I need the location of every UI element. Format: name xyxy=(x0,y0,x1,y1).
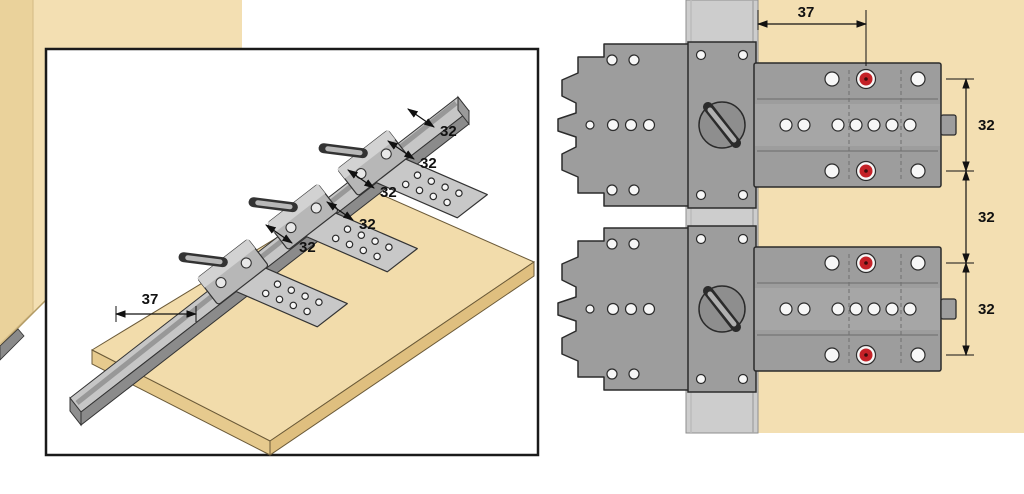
inset-dimensions: 32 32 32 32 32 37 xyxy=(114,108,457,322)
dimension-label-32: 32 xyxy=(420,155,437,172)
dimension-line xyxy=(265,224,293,244)
dimension-label-32: 32 xyxy=(440,123,457,140)
jig-plate-holes xyxy=(261,280,323,316)
wall-panel-strip xyxy=(0,0,33,344)
dimension-label-32: 32 xyxy=(380,184,397,201)
clamp-lever-highlight xyxy=(325,146,363,156)
dimension-label-32: 32 xyxy=(978,117,995,134)
elevation-side-dimensions: 32 32 32 xyxy=(946,77,995,357)
clamp-bolt xyxy=(215,277,227,289)
dimension-label-32: 32 xyxy=(299,239,316,256)
fitting-assembly-bottom xyxy=(558,226,956,392)
rail-end-cap xyxy=(457,95,470,126)
dimension-label-32: 32 xyxy=(359,216,376,233)
dimension-line xyxy=(326,201,354,221)
clamp-lever-highlight xyxy=(185,255,223,265)
dimension-line xyxy=(387,140,415,160)
board-side-face xyxy=(269,261,535,456)
dimension-line xyxy=(407,108,435,128)
clamp-bolt xyxy=(310,202,322,214)
clamp-lever-highlight xyxy=(255,200,293,210)
fitting-assembly-top xyxy=(558,42,956,208)
elevation-top-dimension: 37 xyxy=(756,4,868,66)
dimension-label-32: 32 xyxy=(978,209,995,226)
dimension-label-37: 37 xyxy=(142,291,159,308)
dimension-label-37: 37 xyxy=(798,4,815,21)
dimension-label-32: 32 xyxy=(978,301,995,318)
jig-plate-holes xyxy=(331,225,393,261)
dimension-line xyxy=(347,169,375,189)
drilling-jig xyxy=(178,238,348,328)
baseboard-edge xyxy=(0,328,25,361)
jig-plate-holes xyxy=(401,171,463,207)
clamp-bolt xyxy=(240,257,252,269)
rail-end-cap xyxy=(69,396,82,427)
